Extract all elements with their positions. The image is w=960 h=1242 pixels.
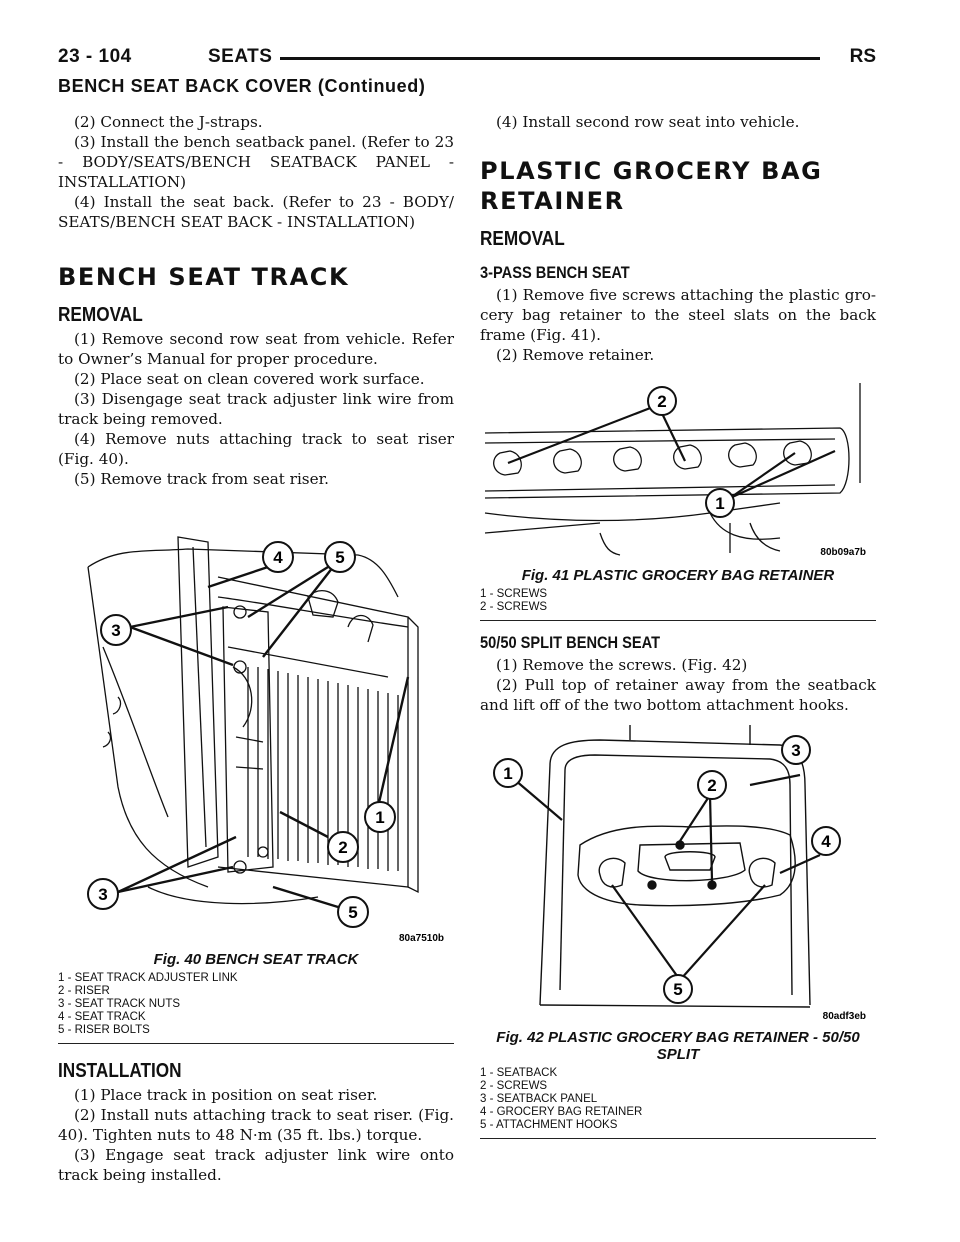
removal-step: (1) Remove the screws. (Fig. 42) [496,656,748,674]
page-number: 23 - 104 [58,46,132,67]
callout-4: 4 [273,548,283,567]
legend-item: 5 - ATTACHMENT HOOKS [480,1119,618,1131]
legend-item: 5 - RISER BOLTS [58,1024,150,1036]
continued-heading: BENCH SEAT BACK COVER (Continued) [58,76,426,96]
removal-step: (2) Pull top of retainer away from the s… [480,676,876,714]
figure-42: 1 2 3 4 5 80adf3eb Fig. 42 PLASTIC GROCE… [480,725,876,1139]
callout-2: 2 [707,776,716,795]
removal-step: (3) Disengage seat track adjuster link w… [58,390,454,428]
legend-item: 4 - GROCERY BAG RETAINER [480,1106,643,1118]
removal-step: (5) Remove track from seat riser. [74,470,329,488]
fig40-callouts: 4 5 3 1 2 3 5 [87,541,396,928]
callout-4: 4 [821,832,831,851]
legend-item: 4 - SEAT TRACK [58,1011,146,1023]
fig42-callouts: 1 2 3 4 5 [493,735,841,1004]
removal-step: (1) Remove five screws attaching the pla… [480,286,876,344]
installation-heading: INSTALLATION [58,1060,182,1082]
installation-step: (3) Engage seat track adjuster link wire… [58,1146,454,1184]
install-step: (4) Install second row seat into vehicle… [496,113,800,131]
intro-step: (3) Install the bench seatback panel. (R… [58,133,454,191]
figure-40: 4 5 3 1 2 3 5 80a7510b Fig. 40 BENCH SEA… [58,507,454,1044]
callout-2: 2 [338,838,347,857]
fig40-caption: Fig. 40 BENCH SEAT TRACK [153,951,359,968]
legend-item: 1 - SCREWS [480,588,548,600]
fig41-code: 80b09a7b [820,547,866,558]
callout-3: 3 [111,621,120,640]
callout-1: 1 [503,764,512,783]
fig40-code: 80a7510b [399,933,444,944]
split-seat-retainer-illustration: 1 2 3 4 5 80adf3eb [493,725,866,1022]
removal-step: (2) Place seat on clean covered work sur… [74,370,425,388]
legend-item: 2 - RISER [58,985,110,997]
intro-step: (2) Connect the J-straps. [74,113,263,131]
legend-item: 2 - SCREWS [480,1080,548,1092]
bench-seat-track-illustration: 4 5 3 1 2 3 5 80a7510b [87,536,444,944]
removal-heading: REMOVAL [58,304,143,326]
fig41-caption: Fig. 41 PLASTIC GROCERY BAG RETAINER [521,567,835,584]
legend-item: 1 - SEATBACK [480,1067,558,1079]
callout-5: 5 [673,980,682,999]
legend-item: 1 - SEAT TRACK ADJUSTER LINK [58,972,238,984]
removal-step: (2) Remove retainer. [496,346,655,364]
fig41-rule [480,620,876,621]
fig42-legend: 1 - SEATBACK 2 - SCREWS 3 - SEATBACK PAN… [480,1067,876,1132]
page-header: 23 - 104 SEATS RS [58,44,876,72]
callout-3: 3 [791,741,800,760]
model-code: RS [849,46,876,67]
section-title-grocery-bag-retainer: PLASTIC GROCERY BAG RETAINER [480,157,823,215]
removal-step: (4) Remove nuts attaching track to seat … [58,430,454,468]
legend-item: 2 - SCREWS [480,601,548,613]
header-rule [280,57,820,60]
removal-step: (1) Remove second row seat from vehicle.… [58,330,454,368]
callout-2: 2 [657,392,666,411]
right-column: (4) Install second row seat into vehicle… [480,112,876,1139]
subheading-3-pass: 3-PASS BENCH SEAT [480,263,630,282]
callout-1: 1 [375,808,384,827]
fig42-caption-line2: SPLIT [656,1046,700,1063]
left-column: (2) Connect the J-straps. (3) Install th… [58,112,454,1185]
removal-heading: REMOVAL [480,228,565,250]
legend-item: 3 - SEAT TRACK NUTS [58,998,181,1010]
figure-41: 2 1 80b09a7b Fig. 41 PLASTIC GROCERY BAG… [480,373,876,621]
intro-step: (4) Install the seat back. (Refer to 23 … [58,193,454,231]
legend-item: 3 - SEATBACK PANEL [480,1093,598,1105]
callout-3: 3 [98,885,107,904]
fig41-callouts: 2 1 [647,386,735,518]
subheading-50-50-split: 50/50 SPLIT BENCH SEAT [480,633,661,652]
callout-5: 5 [335,548,344,567]
callout-1: 1 [715,494,724,513]
fig40-legend: 1 - SEAT TRACK ADJUSTER LINK 2 - RISER 3… [58,972,454,1037]
fig41-legend: 1 - SCREWS 2 - SCREWS [480,588,876,614]
installation-step: (2) Install nuts attaching track to seat… [58,1106,454,1144]
installation-step: (1) Place track in position on seat rise… [74,1086,378,1104]
fig40-rule [58,1043,454,1044]
fig42-caption-line1: Fig. 42 PLASTIC GROCERY BAG RETAINER - 5… [496,1029,860,1046]
section-name: SEATS [208,46,273,67]
section-title-bench-seat-track: BENCH SEAT TRACK [58,263,350,291]
callout-5: 5 [348,903,357,922]
fig42-rule [480,1138,876,1139]
fig42-code: 80adf3eb [823,1011,866,1022]
grocery-bag-retainer-illustration: 2 1 80b09a7b [484,383,866,558]
